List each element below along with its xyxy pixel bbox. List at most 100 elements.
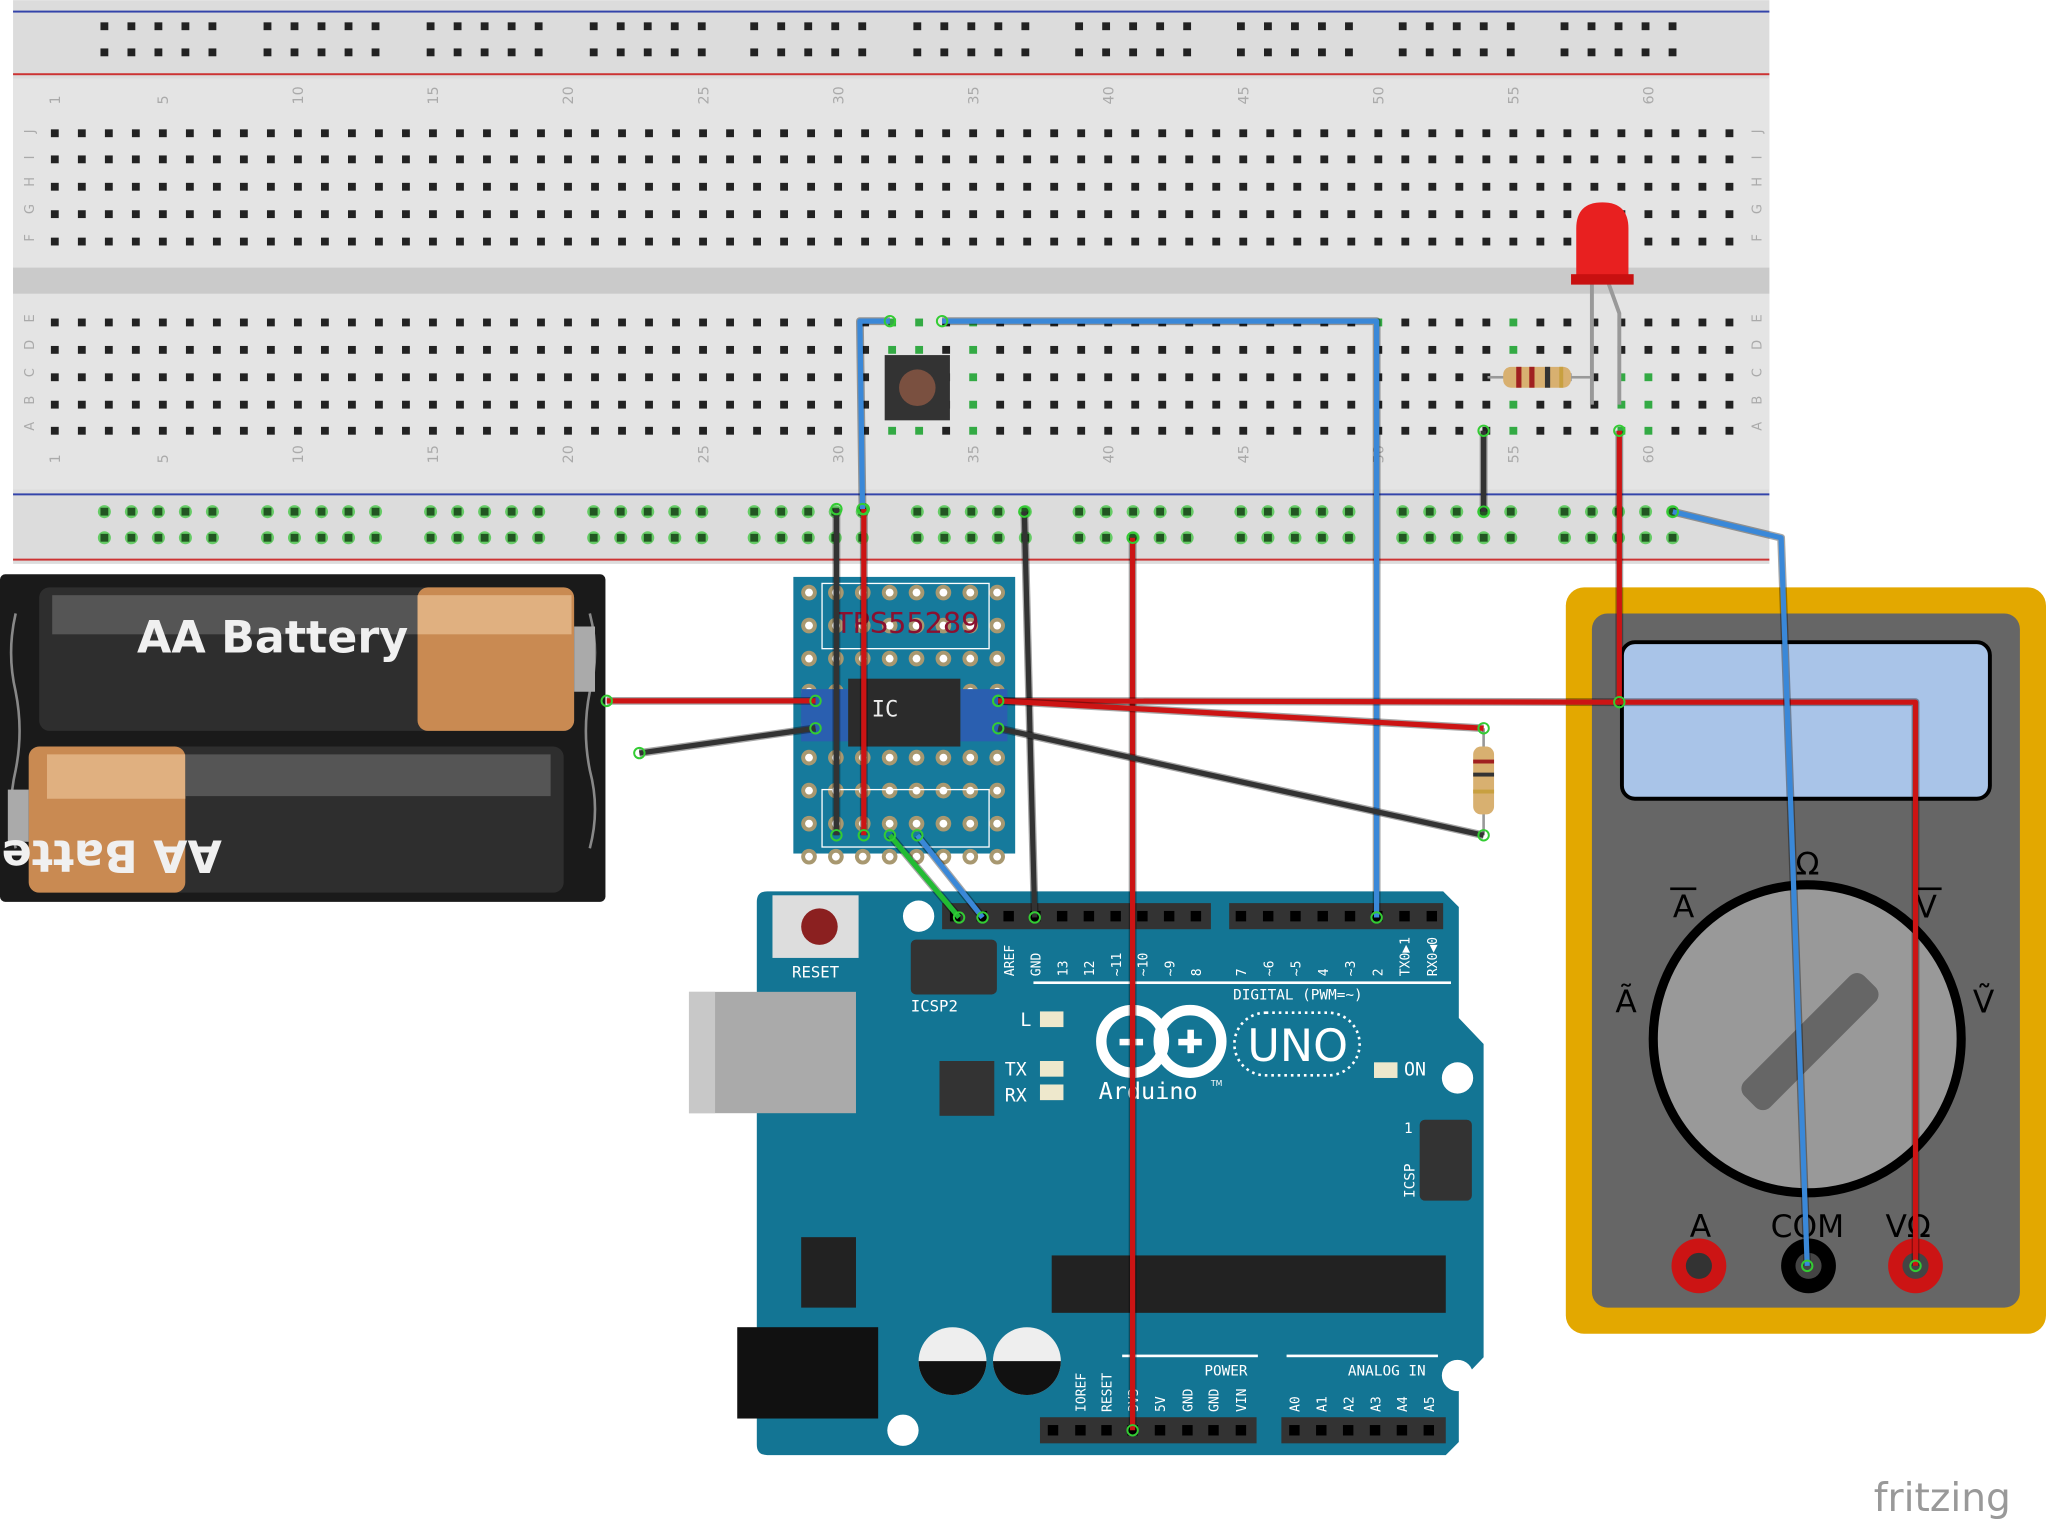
protoboard-hole[interactable] bbox=[831, 852, 840, 861]
rail-hole[interactable] bbox=[1291, 22, 1299, 31]
breadboard-hole[interactable] bbox=[564, 426, 572, 435]
breadboard-hole[interactable] bbox=[77, 426, 86, 435]
rail-hole[interactable] bbox=[1425, 22, 1434, 31]
breadboard-hole[interactable] bbox=[1347, 373, 1356, 382]
rail-hole[interactable] bbox=[967, 533, 976, 542]
rail-hole[interactable] bbox=[1560, 507, 1569, 516]
breadboard-hole[interactable] bbox=[1266, 345, 1275, 354]
wire-endpoint[interactable] bbox=[1801, 1259, 1814, 1273]
rail-hole[interactable] bbox=[1506, 533, 1515, 542]
rail-hole[interactable] bbox=[913, 507, 922, 516]
breadboard-hole[interactable] bbox=[510, 210, 518, 219]
breadboard-hole[interactable] bbox=[1455, 345, 1464, 354]
breadboard-hole[interactable] bbox=[915, 155, 924, 164]
breadboard-hole[interactable] bbox=[1482, 237, 1491, 246]
breadboard-hole[interactable] bbox=[645, 373, 653, 382]
rail-hole[interactable] bbox=[616, 533, 625, 542]
protoboard-hole[interactable] bbox=[858, 852, 867, 861]
rail-hole[interactable] bbox=[1156, 48, 1165, 57]
protoboard-hole[interactable] bbox=[966, 621, 975, 630]
breadboard-hole[interactable] bbox=[1590, 155, 1599, 164]
rail-hole[interactable] bbox=[643, 533, 652, 542]
rail-hole[interactable] bbox=[1560, 22, 1569, 31]
breadboard-hole[interactable] bbox=[510, 345, 518, 354]
breadboard-hole[interactable] bbox=[185, 345, 194, 354]
breadboard-hole[interactable] bbox=[266, 237, 275, 246]
breadboard-hole[interactable] bbox=[456, 426, 464, 435]
breadboard-hole[interactable] bbox=[375, 400, 383, 409]
rail-hole[interactable] bbox=[777, 533, 786, 542]
rail-hole[interactable] bbox=[1236, 533, 1245, 542]
breadboard-hole[interactable] bbox=[618, 373, 626, 382]
wire-endpoint[interactable] bbox=[1477, 829, 1490, 842]
breadboard-hole[interactable] bbox=[699, 237, 707, 246]
header-pin[interactable] bbox=[1163, 910, 1175, 922]
rail-hole[interactable] bbox=[453, 22, 462, 31]
rail-hole[interactable] bbox=[697, 533, 706, 542]
breadboard-hole[interactable] bbox=[375, 129, 383, 138]
breadboard-hole[interactable] bbox=[131, 155, 140, 164]
rail-hole[interactable] bbox=[1318, 22, 1326, 31]
breadboard-hole[interactable] bbox=[1671, 129, 1680, 138]
breadboard-hole[interactable] bbox=[185, 155, 194, 164]
breadboard-hole[interactable] bbox=[50, 129, 59, 138]
breadboard-hole[interactable] bbox=[348, 210, 356, 219]
breadboard-hole[interactable] bbox=[104, 210, 113, 219]
breadboard-hole[interactable] bbox=[1347, 210, 1356, 219]
protoboard-hole[interactable] bbox=[966, 852, 975, 861]
breadboard-hole[interactable] bbox=[212, 129, 221, 138]
breadboard-hole[interactable] bbox=[185, 129, 194, 138]
breadboard-hole[interactable] bbox=[1050, 400, 1059, 409]
breadboard-hole[interactable] bbox=[375, 155, 383, 164]
breadboard-hole[interactable] bbox=[861, 426, 870, 435]
breadboard-hole[interactable] bbox=[1698, 210, 1707, 219]
breadboard-hole[interactable] bbox=[645, 318, 653, 327]
breadboard-hole[interactable] bbox=[131, 182, 140, 191]
protoboard-hole[interactable] bbox=[805, 588, 813, 597]
breadboard-hole[interactable] bbox=[1428, 400, 1437, 409]
breadboard-hole[interactable] bbox=[1482, 318, 1491, 327]
blue-wire[interactable] bbox=[857, 318, 890, 510]
header-pin[interactable] bbox=[1003, 910, 1014, 922]
header-pin[interactable] bbox=[1344, 910, 1356, 922]
breadboard-hole[interactable] bbox=[348, 373, 356, 382]
breadboard-hole[interactable] bbox=[239, 400, 248, 409]
breadboard-hole[interactable] bbox=[266, 182, 275, 191]
rail-hole[interactable] bbox=[181, 22, 190, 31]
breadboard-hole[interactable] bbox=[483, 318, 491, 327]
breadboard-hole[interactable] bbox=[1428, 155, 1437, 164]
breadboard-hole[interactable] bbox=[807, 210, 816, 219]
protoboard-hole[interactable] bbox=[939, 786, 948, 795]
breadboard-hole[interactable] bbox=[375, 345, 383, 354]
breadboard-hole[interactable] bbox=[1239, 373, 1248, 382]
breadboard-hole[interactable] bbox=[456, 210, 464, 219]
breadboard-hole[interactable] bbox=[1347, 155, 1356, 164]
rail-hole[interactable] bbox=[263, 22, 272, 31]
breadboard-hole[interactable] bbox=[320, 155, 329, 164]
breadboard-hole[interactable] bbox=[77, 318, 86, 327]
rail-hole[interactable] bbox=[1641, 22, 1650, 31]
rail-hole[interactable] bbox=[1291, 507, 1299, 516]
protoboard-hole[interactable] bbox=[966, 588, 975, 597]
breadboard-hole[interactable] bbox=[1644, 237, 1653, 246]
breadboard-hole[interactable] bbox=[1158, 155, 1167, 164]
breadboard-hole[interactable] bbox=[1185, 155, 1194, 164]
header-pin[interactable] bbox=[1047, 1425, 1059, 1436]
breadboard-hole[interactable] bbox=[1509, 400, 1518, 409]
breadboard-hole[interactable] bbox=[834, 318, 843, 327]
breadboard-hole[interactable] bbox=[348, 182, 356, 191]
breadboard-hole[interactable] bbox=[429, 155, 437, 164]
breadboard-hole[interactable] bbox=[1104, 400, 1113, 409]
breadboard-hole[interactable] bbox=[239, 210, 248, 219]
breadboard-hole[interactable] bbox=[266, 345, 275, 354]
protoboard-hole[interactable] bbox=[885, 786, 894, 795]
breadboard-hole[interactable] bbox=[780, 155, 788, 164]
breadboard-hole[interactable] bbox=[104, 155, 113, 164]
breadboard-hole[interactable] bbox=[1563, 210, 1572, 219]
breadboard-hole[interactable] bbox=[483, 237, 491, 246]
rail-hole[interactable] bbox=[1129, 22, 1138, 31]
breadboard-hole[interactable] bbox=[1428, 318, 1437, 327]
breadboard-hole[interactable] bbox=[1374, 155, 1383, 164]
rail-hole[interactable] bbox=[344, 22, 353, 31]
breadboard-hole[interactable] bbox=[266, 400, 275, 409]
